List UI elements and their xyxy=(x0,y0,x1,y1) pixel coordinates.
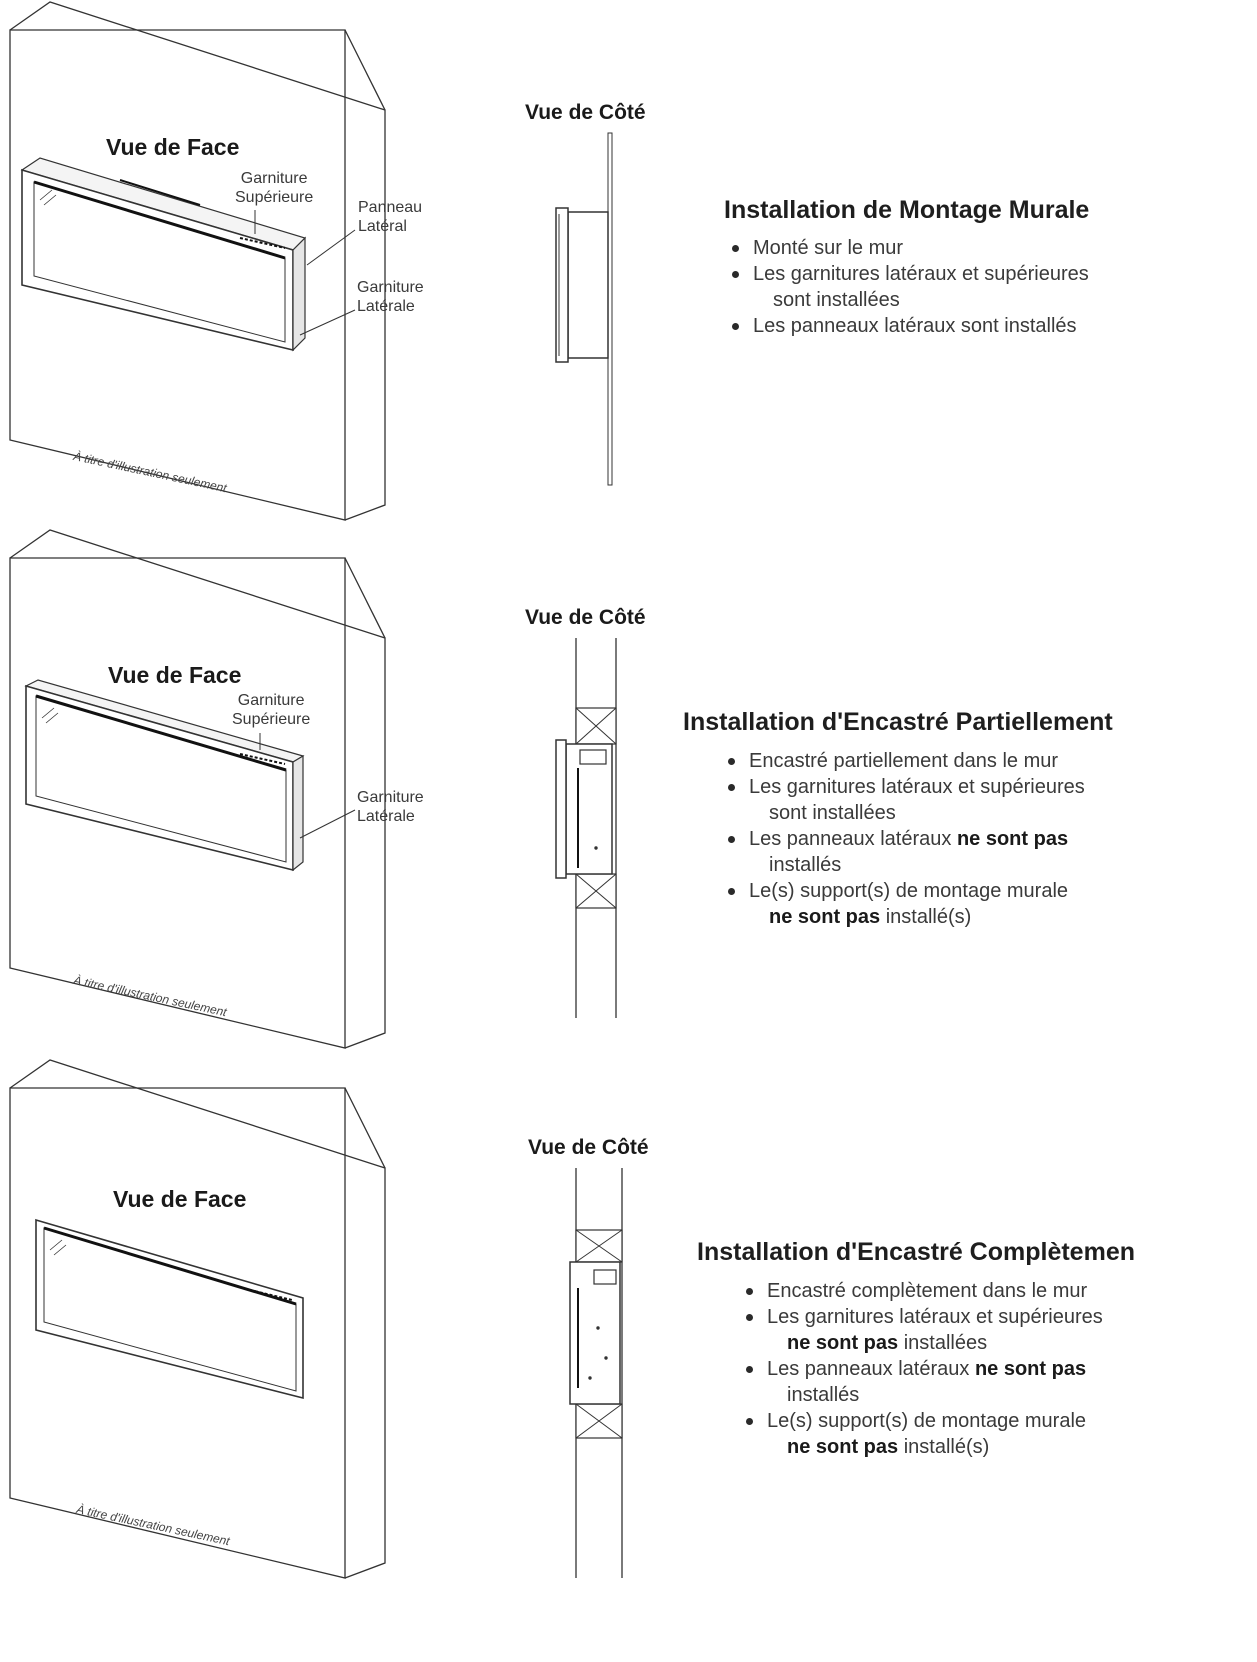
callout-top-trim-line2: Supérieure xyxy=(232,711,311,728)
full-recess-illustration xyxy=(9,1059,623,1579)
fireplace-front xyxy=(35,1218,304,1400)
callout-side-panel-line1: Panneau xyxy=(358,199,423,216)
partial-recess-illustration xyxy=(9,529,617,1049)
callout-leaders xyxy=(259,733,356,839)
callout-top-trim-line1: Garniture xyxy=(240,170,308,187)
side-view-title: Vue de Côté xyxy=(525,606,646,629)
bullet-list: Monté sur le mur Les garnitures latéraux… xyxy=(727,235,1089,339)
section-heading: Installation d'Encastré Partiellement xyxy=(683,708,1113,736)
section-heading: Installation d'Encastré Complètemen xyxy=(697,1238,1135,1266)
callout-top-trim-line2: Supérieure xyxy=(235,189,314,206)
callout-side-panel-line2: Latéral xyxy=(358,218,407,235)
callout-top-trim: Garniture Supérieure xyxy=(235,169,313,207)
callout-side-trim-line1: Garniture xyxy=(357,789,424,806)
callout-side-trim: Garniture Latérale xyxy=(357,278,424,316)
front-view-title: Vue de Face xyxy=(106,134,240,160)
callout-leaders xyxy=(254,210,356,336)
callout-top-trim: Garniture Supérieure xyxy=(232,691,310,729)
wall-mount-illustration xyxy=(9,1,613,521)
section-full-recess: Vue de Face À titre d'illustration seule… xyxy=(0,1058,1257,1618)
fireplace-front xyxy=(20,157,307,352)
side-view-diagram xyxy=(555,638,617,1018)
side-view-title: Vue de Côté xyxy=(528,1136,649,1159)
bullet-item: Monté sur le mur xyxy=(727,235,1089,261)
section-heading: Installation de Montage Murale xyxy=(724,196,1090,224)
section-wall-mount: Vue de Face Garniture Supérieure Panneau… xyxy=(0,0,1257,560)
section-partial-recess: Vue de Face Garniture Supérieure Garnitu… xyxy=(0,528,1257,1088)
callout-side-trim: Garniture Latérale xyxy=(357,788,424,826)
bullet-item: Les panneaux latéraux sont installés xyxy=(727,313,1089,339)
fireplace-front xyxy=(24,679,305,872)
callout-side-trim-line2: Latérale xyxy=(357,808,415,825)
callout-top-trim-line1: Garniture xyxy=(237,692,305,709)
bullet-item: Encastré partiellement dans le mur xyxy=(723,748,1085,774)
callout-side-trim-line1: Garniture xyxy=(357,279,424,296)
side-view-diagram xyxy=(569,1168,623,1578)
front-view-title: Vue de Face xyxy=(108,662,242,688)
side-view-diagram xyxy=(555,132,613,486)
bullet-list: Encastré complètement dans le mur Les ga… xyxy=(741,1278,1103,1460)
bullet-item: Encastré complètement dans le mur xyxy=(741,1278,1103,1304)
callout-side-panel: Panneau Latéral xyxy=(358,198,422,236)
side-view-title: Vue de Côté xyxy=(525,101,646,124)
bullet-list: Encastré partiellement dans le mur Les g… xyxy=(723,748,1085,930)
callout-side-trim-line2: Latérale xyxy=(357,298,415,315)
front-view-title: Vue de Face xyxy=(113,1186,247,1212)
